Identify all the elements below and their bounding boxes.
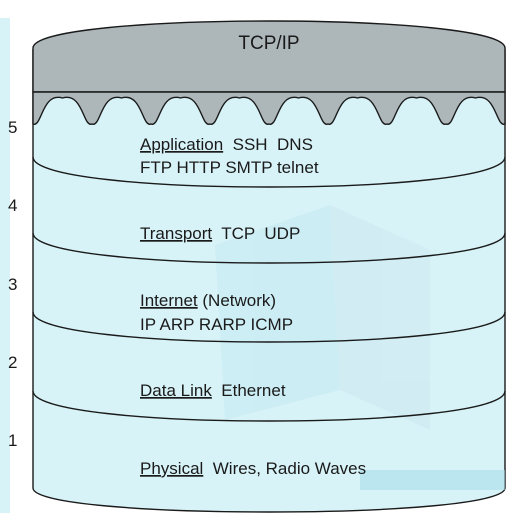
layer-5-protocols: SSH DNS (223, 135, 313, 154)
layer-transport: Transport TCP UDP (140, 224, 300, 243)
layer-number-1: 1 (8, 431, 17, 450)
layer-4-protocols: TCP UDP (212, 224, 300, 243)
layer-separators (32, 156, 506, 422)
layer-number-5: 5 (8, 118, 17, 137)
layer-3-line-2: IP ARP RARP ICMP (140, 315, 293, 334)
separator-5-4 (32, 156, 506, 188)
layer-2-name: Data Link (140, 381, 212, 400)
layer-number-4: 4 (8, 196, 17, 215)
layer-3-qualifier: (Network) (198, 291, 276, 310)
layer-application: Application SSH DNS FTP HTTP SMTP telnet (140, 135, 319, 177)
layer-data-link: Data Link Ethernet (140, 381, 286, 400)
layer-internet: Internet (Network) IP ARP RARP ICMP (140, 291, 293, 334)
separator-4-3 (32, 232, 506, 264)
top-title: TCP/IP (238, 33, 299, 54)
layer-1-name: Physical (140, 459, 203, 478)
layer-4-name: Transport (140, 224, 212, 243)
layer-2-protocols: Ethernet (212, 381, 286, 400)
layer-4-line-1: Transport TCP UDP (140, 224, 300, 243)
layer-number-3: 3 (8, 275, 17, 294)
layer-5-line-1: Application SSH DNS (140, 135, 313, 154)
layer-2-line-1: Data Link Ethernet (140, 381, 286, 400)
layer-3-name: Internet (140, 291, 198, 310)
separator-2-1 (32, 390, 506, 422)
layer-5-line-2: FTP HTTP SMTP telnet (140, 158, 319, 177)
wavy-edge (32, 91, 506, 125)
left-accent-bar (0, 18, 10, 513)
layer-3-line-1: Internet (Network) (140, 291, 276, 310)
layer-1-line-1: Physical Wires, Radio Waves (140, 459, 366, 478)
layer-numbers: 5 4 3 2 1 (8, 118, 17, 450)
cylinder-top (32, 20, 506, 93)
layer-number-2: 2 (8, 353, 17, 372)
layer-1-media: Wires, Radio Waves (203, 459, 366, 478)
separator-3-2 (32, 311, 506, 343)
layer-physical: Physical Wires, Radio Waves (140, 459, 366, 478)
layer-5-name: Application (140, 135, 223, 154)
